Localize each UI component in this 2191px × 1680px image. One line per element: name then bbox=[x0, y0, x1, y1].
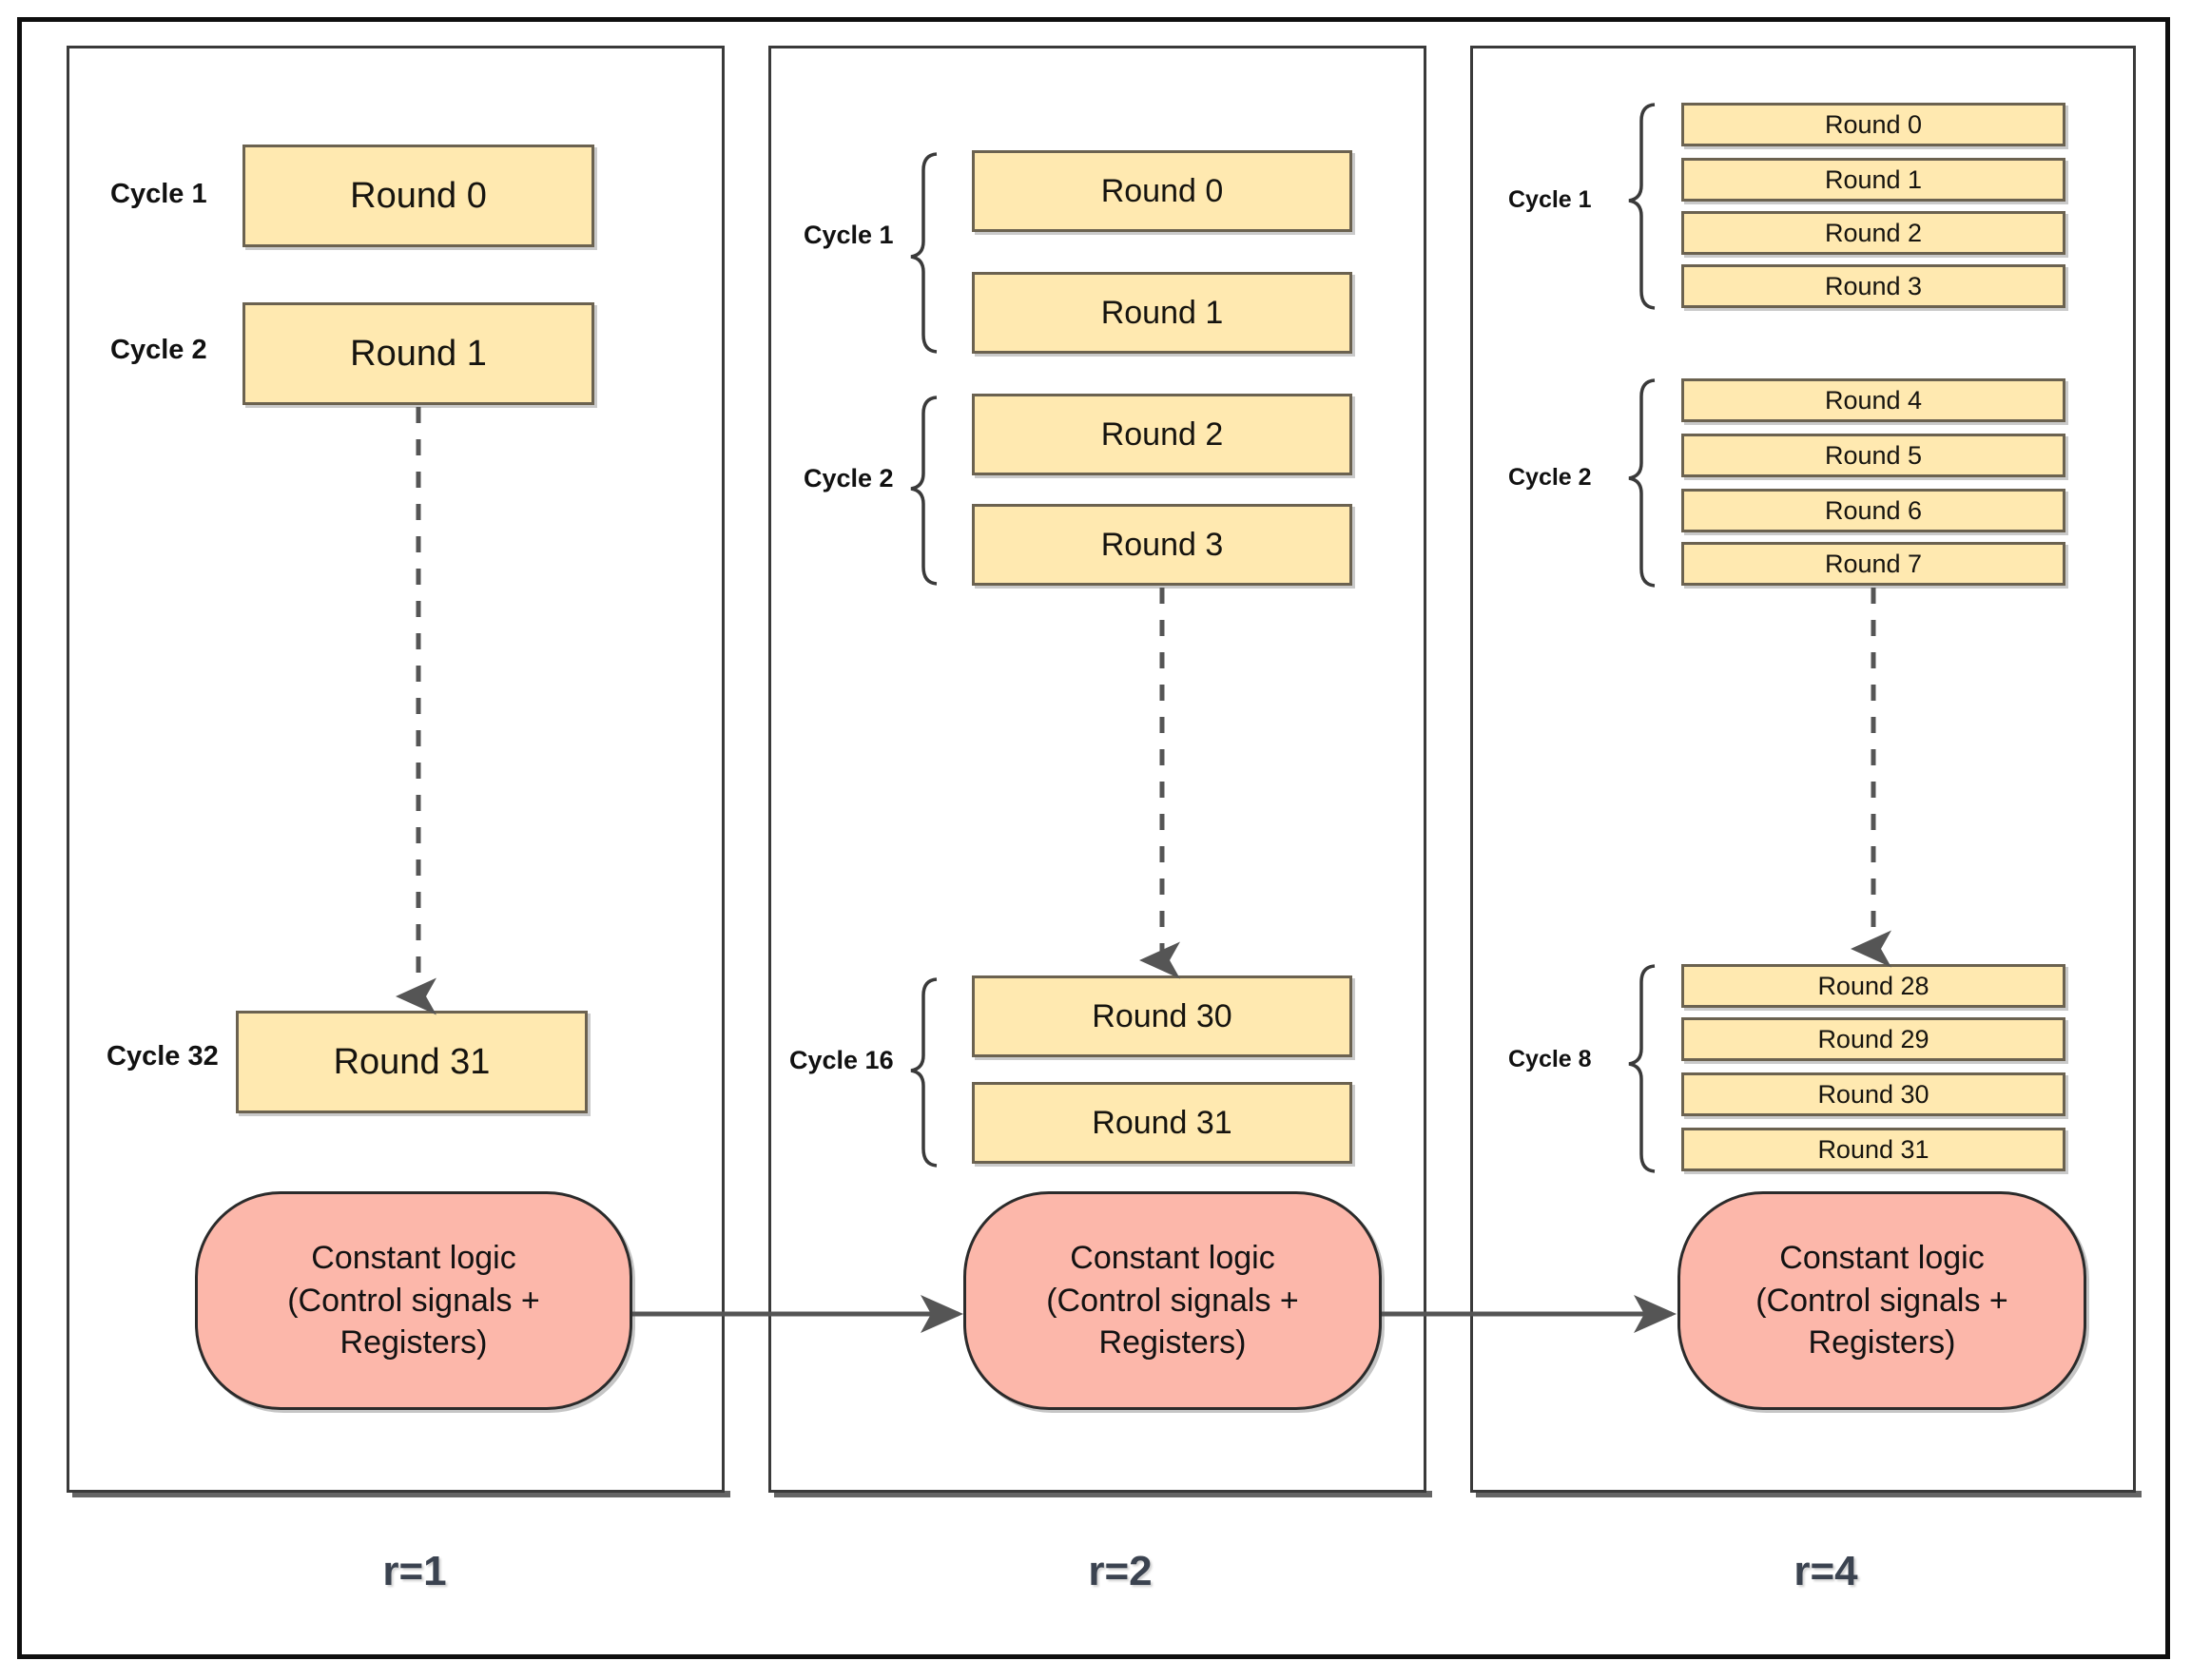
round-box-r1-1: Round 1 bbox=[242, 302, 594, 405]
cycle-label-r2-1: Cycle 1 bbox=[804, 221, 894, 249]
round-box-r4-0: Round 0 bbox=[1681, 103, 2065, 146]
round-box-r4-6: Round 6 bbox=[1681, 489, 2065, 532]
constant-logic-r2: Constant logic (Control signals + Regist… bbox=[963, 1191, 1382, 1410]
round-box-r1-0: Round 0 bbox=[242, 145, 594, 247]
round-box-r4-31: Round 31 bbox=[1681, 1128, 2065, 1171]
constant-logic-line2: (Control signals + bbox=[1755, 1282, 2008, 1319]
cycle-label-r4-2: Cycle 2 bbox=[1508, 464, 1592, 491]
cycle-label-r1-1: Cycle 1 bbox=[110, 179, 207, 209]
panel-shadow-r2 bbox=[774, 1491, 1432, 1497]
cycle-label-r2-2: Cycle 2 bbox=[804, 464, 894, 492]
constant-logic-line3: Registers) bbox=[1808, 1324, 1956, 1361]
footer-label-r1: r=1 bbox=[382, 1548, 447, 1594]
constant-logic-line1: Constant logic bbox=[1779, 1239, 1985, 1276]
round-box-r2-1: Round 1 bbox=[972, 272, 1352, 354]
round-box-r1-31: Round 31 bbox=[236, 1011, 588, 1113]
constant-logic-line2: (Control signals + bbox=[1046, 1282, 1299, 1319]
constant-logic-r1: Constant logic (Control signals + Regist… bbox=[195, 1191, 632, 1410]
round-box-r2-30: Round 30 bbox=[972, 975, 1352, 1057]
constant-logic-line2: (Control signals + bbox=[287, 1282, 540, 1319]
constant-logic-line3: Registers) bbox=[1098, 1324, 1247, 1361]
round-box-r4-5: Round 5 bbox=[1681, 434, 2065, 477]
cycle-label-r2-16: Cycle 16 bbox=[789, 1046, 894, 1074]
panel-shadow-r4 bbox=[1476, 1491, 2142, 1497]
footer-label-r2: r=2 bbox=[1088, 1548, 1153, 1594]
round-box-r2-0: Round 0 bbox=[972, 150, 1352, 232]
round-box-r2-2: Round 2 bbox=[972, 394, 1352, 475]
round-box-r4-3: Round 3 bbox=[1681, 264, 2065, 308]
round-box-r4-30: Round 30 bbox=[1681, 1072, 2065, 1116]
constant-logic-line1: Constant logic bbox=[1070, 1239, 1275, 1276]
constant-logic-r4: Constant logic (Control signals + Regist… bbox=[1677, 1191, 2086, 1410]
round-box-r4-28: Round 28 bbox=[1681, 964, 2065, 1008]
panel-shadow-r1 bbox=[72, 1491, 730, 1497]
cycle-label-r1-32: Cycle 32 bbox=[107, 1041, 219, 1072]
round-box-r4-1: Round 1 bbox=[1681, 158, 2065, 202]
footer-label-r4: r=4 bbox=[1794, 1548, 1858, 1594]
cycle-label-r4-1: Cycle 1 bbox=[1508, 186, 1592, 213]
cycle-label-r4-8: Cycle 8 bbox=[1508, 1046, 1592, 1072]
round-box-r4-29: Round 29 bbox=[1681, 1017, 2065, 1061]
round-box-r4-7: Round 7 bbox=[1681, 542, 2065, 586]
cycle-label-r1-2: Cycle 2 bbox=[110, 335, 207, 365]
round-box-r2-3: Round 3 bbox=[972, 504, 1352, 586]
constant-logic-line1: Constant logic bbox=[311, 1239, 516, 1276]
round-box-r4-4: Round 4 bbox=[1681, 378, 2065, 422]
round-box-r2-31: Round 31 bbox=[972, 1082, 1352, 1164]
round-box-r4-2: Round 2 bbox=[1681, 211, 2065, 255]
constant-logic-line3: Registers) bbox=[339, 1324, 488, 1361]
